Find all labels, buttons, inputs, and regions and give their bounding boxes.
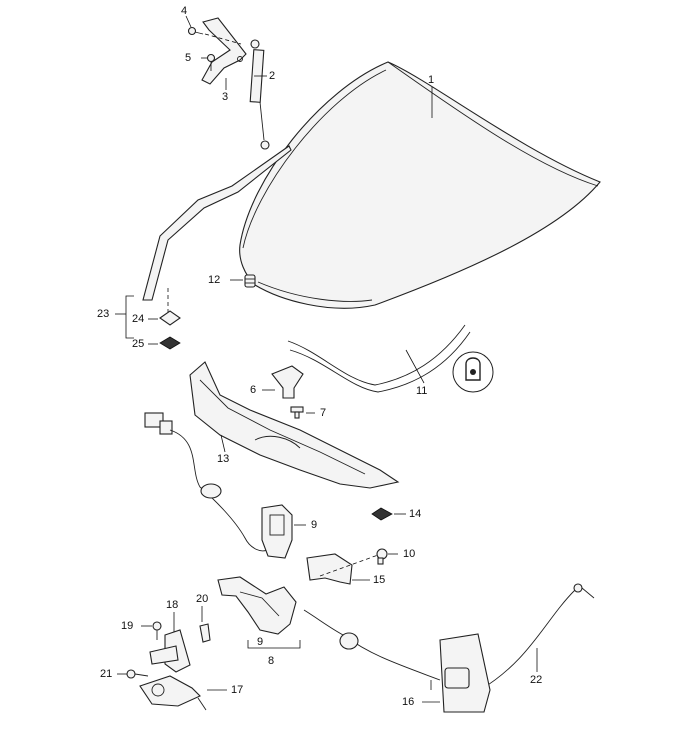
callout-22: 22 [530,674,543,686]
hood-catch [271,365,304,399]
callout-17: 17 [231,684,244,696]
callout-19: 19 [121,620,134,632]
callout-16: 16 [402,696,415,708]
callout-25: 25 [132,338,145,350]
callout-7: 7 [320,407,327,419]
callout-5: 5 [185,52,192,64]
callout-4: 4 [181,5,188,17]
screw-10 [376,548,388,565]
callout-20: 20 [196,593,209,605]
callout-6: 6 [250,384,257,396]
hood-seal [287,324,471,393]
screw-19 [152,621,162,640]
screw-21 [126,669,149,679]
pad-14 [371,507,393,521]
hood-hinge [201,17,247,85]
actuator-bracket [149,629,191,673]
hood-panel [239,61,601,309]
callout-21: 21 [100,668,113,680]
rubber-bumper [244,274,256,288]
front-cross-member [189,361,400,489]
callout-8: 8 [268,655,275,667]
sensor-connector [144,412,271,552]
release-cable [303,583,595,691]
latch-switch-9 [261,504,293,559]
screw-5 [206,53,216,71]
callout-9-switch: 9 [311,519,318,531]
callout-11: 11 [416,385,428,397]
screw-4 [187,26,204,36]
hood-lock-assembly [217,576,297,635]
pad-24 [159,310,181,326]
callout-9-lock: 9 [257,636,264,648]
seal-strip [142,145,292,301]
clip-20 [199,623,211,643]
leader-lines [115,15,538,703]
lubricant-icon [452,351,494,393]
mounting-bracket [306,553,353,585]
pad-25 [159,336,181,350]
callout-12: 12 [208,274,221,286]
callout-3: 3 [222,91,229,103]
callout-10: 10 [403,548,416,560]
callout-15: 15 [373,574,386,586]
callout-18: 18 [166,599,179,611]
callout-14: 14 [409,508,422,520]
callout-13: 13 [217,453,230,465]
gas-strut [249,39,270,150]
callout-24: 24 [132,313,145,325]
callout-2: 2 [269,70,276,82]
bolt-7 [290,406,304,419]
lock-actuator [139,675,207,711]
callout-23: 23 [97,308,110,320]
callout-1: 1 [428,74,435,86]
release-lever [439,633,491,713]
